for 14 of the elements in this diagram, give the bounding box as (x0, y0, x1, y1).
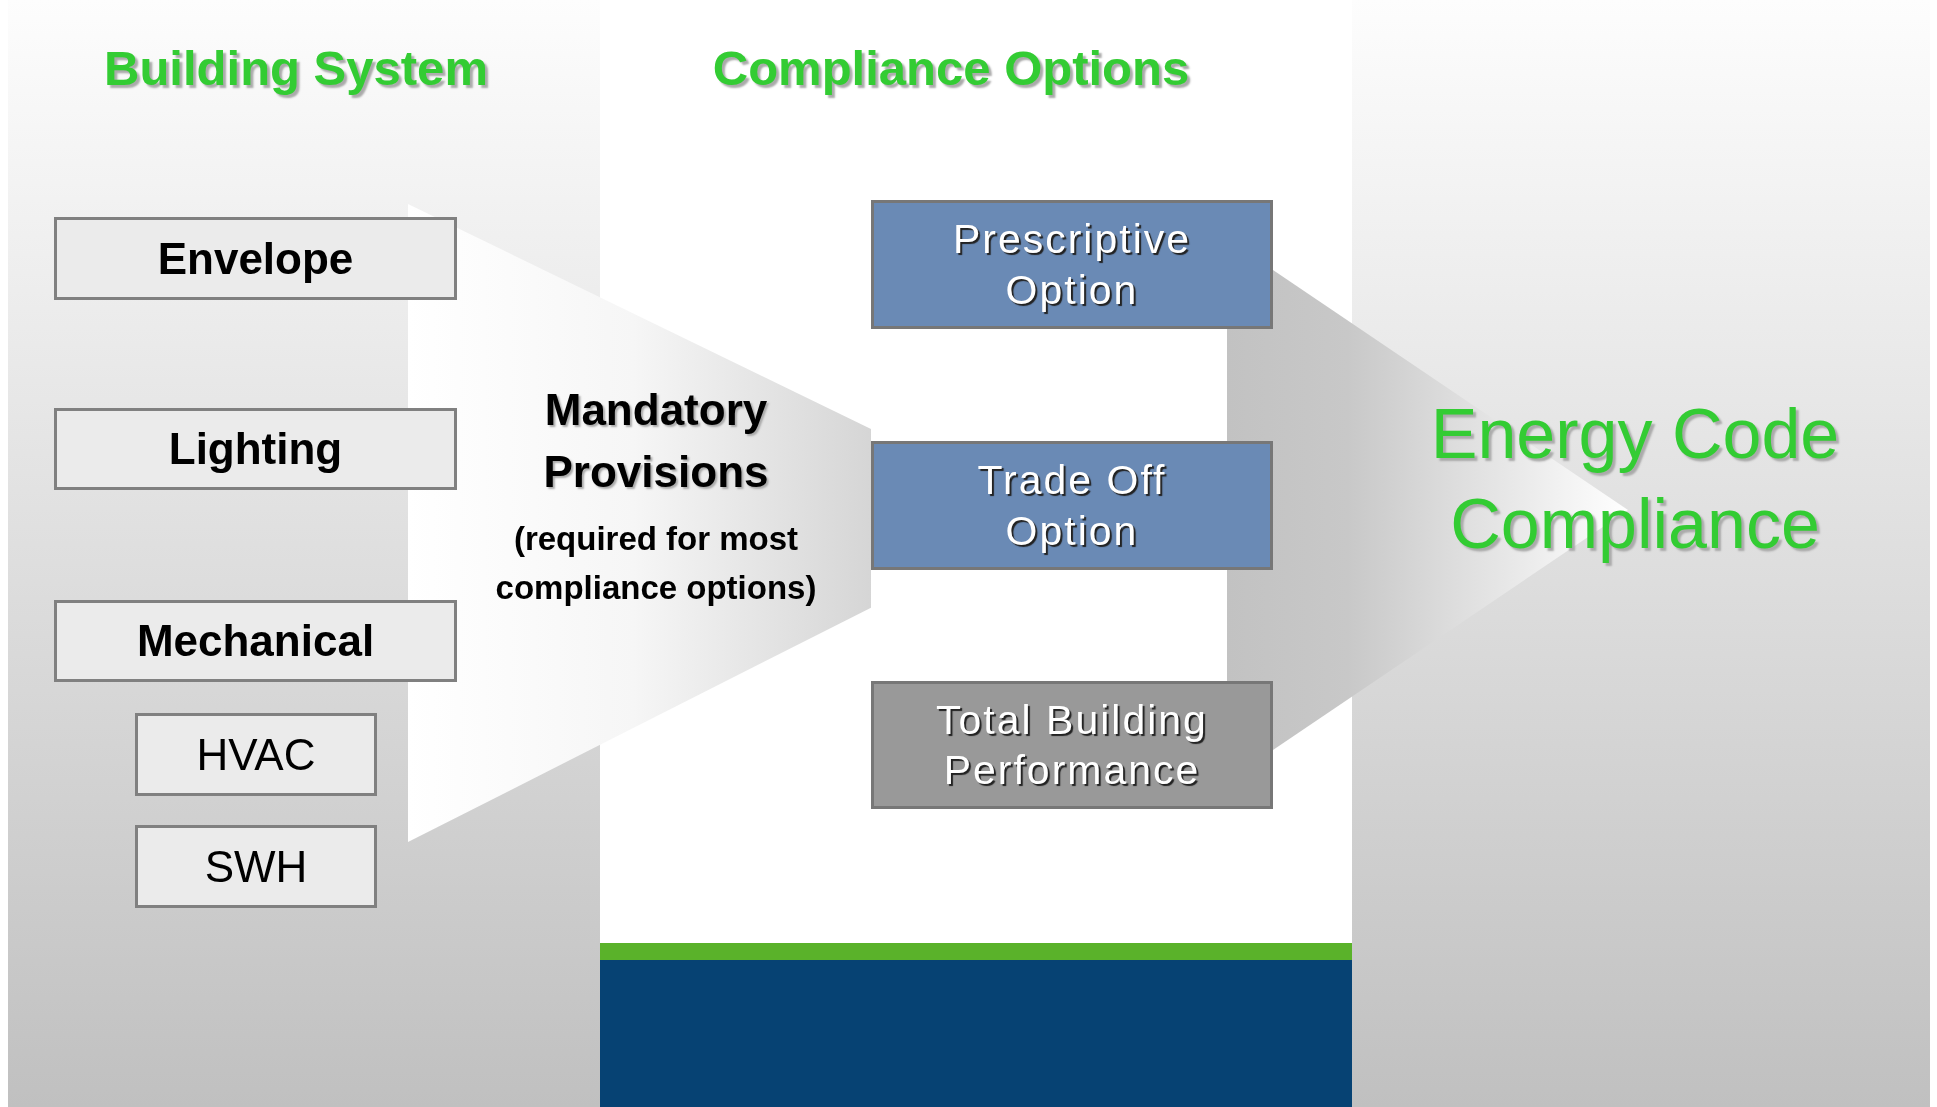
option-box: Total Building Performance (871, 681, 1273, 809)
option-box: Prescriptive Option (871, 200, 1273, 329)
system-box: Envelope (54, 217, 457, 300)
subsystem-box: SWH (135, 825, 377, 908)
system-box: Lighting (54, 408, 457, 490)
funnel-arrow-shape (408, 204, 871, 842)
column-heading: Building System (104, 40, 488, 96)
system-box: Mechanical (54, 600, 457, 682)
shape-heading: Mandatory Provisions (542, 384, 770, 499)
result-text: Energy Code Compliance (1429, 394, 1841, 565)
column-heading: Compliance Options (712, 40, 1190, 96)
shape-note: (required for most compliance options) (494, 518, 818, 609)
subsystem-box: HVAC (135, 713, 377, 796)
option-box: Trade Off Option (871, 441, 1273, 570)
